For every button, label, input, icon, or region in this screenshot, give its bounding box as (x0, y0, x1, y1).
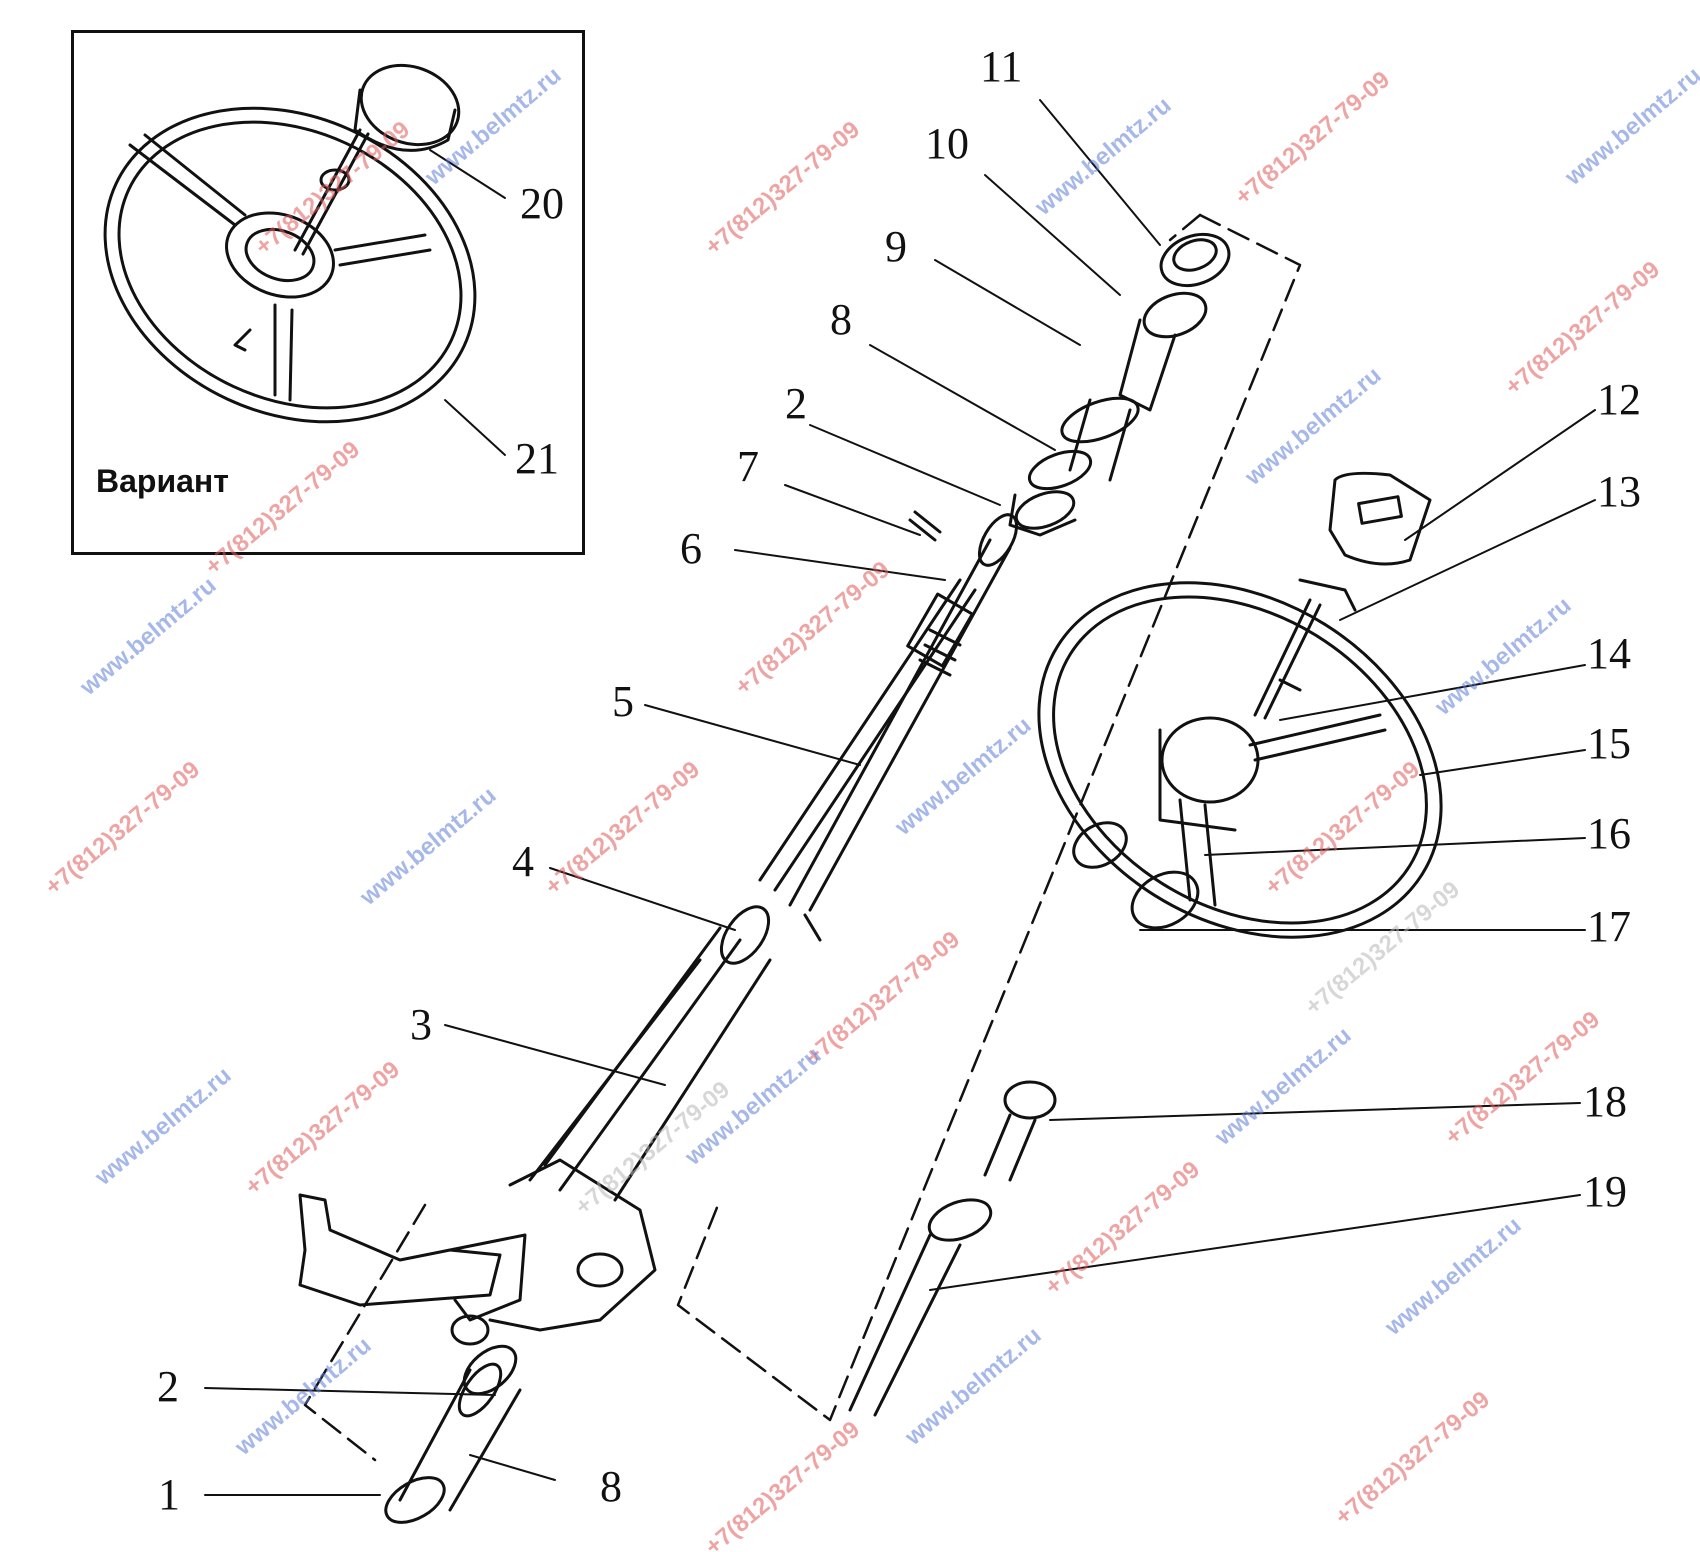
horn-cap (1328, 471, 1432, 566)
callout-3: 3 (410, 1000, 432, 1049)
callout-14: 14 (1587, 629, 1631, 678)
callout-2-bottom: 2 (157, 1362, 179, 1411)
column-tube (528, 905, 772, 1202)
variant-inset-frame (71, 30, 585, 555)
callout-15: 15 (1587, 719, 1631, 768)
callout-12: 12 (1597, 375, 1641, 424)
inner-shaft (758, 510, 1019, 942)
telescopic-shaft (848, 1080, 1057, 1417)
callout-10: 10 (925, 119, 969, 168)
bracket (298, 1158, 657, 1396)
callout-5: 5 (612, 677, 634, 726)
callout-8-top: 8 (830, 295, 852, 344)
callout-7: 7 (737, 442, 759, 491)
callout-19: 19 (1583, 1167, 1627, 1216)
inset-wheel-variant (103, 63, 477, 424)
assembly-dashed-outline (303, 213, 1302, 1462)
callout-8-bottom: 8 (600, 1462, 622, 1511)
callout-21: 21 (515, 434, 559, 483)
callout-4: 4 (512, 837, 534, 886)
callout-13: 13 (1597, 467, 1641, 516)
callout-1: 1 (158, 1470, 180, 1519)
callout-18: 18 (1583, 1077, 1627, 1126)
callout-9: 9 (885, 222, 907, 271)
inset-label: Вариант (96, 463, 229, 499)
inset-leader-lines (429, 149, 506, 456)
callout-11: 11 (980, 42, 1023, 91)
callout-20: 20 (520, 179, 564, 228)
upper-bearing-stack (1008, 232, 1231, 537)
callout-6: 6 (680, 524, 702, 573)
steering-wheel (1037, 578, 1443, 939)
callout-2-top: 2 (785, 379, 807, 428)
leader-lines (204, 99, 1596, 1496)
callout-16: 16 (1587, 809, 1631, 858)
callout-17: 17 (1587, 902, 1631, 951)
lower-shaft (384, 1362, 522, 1524)
